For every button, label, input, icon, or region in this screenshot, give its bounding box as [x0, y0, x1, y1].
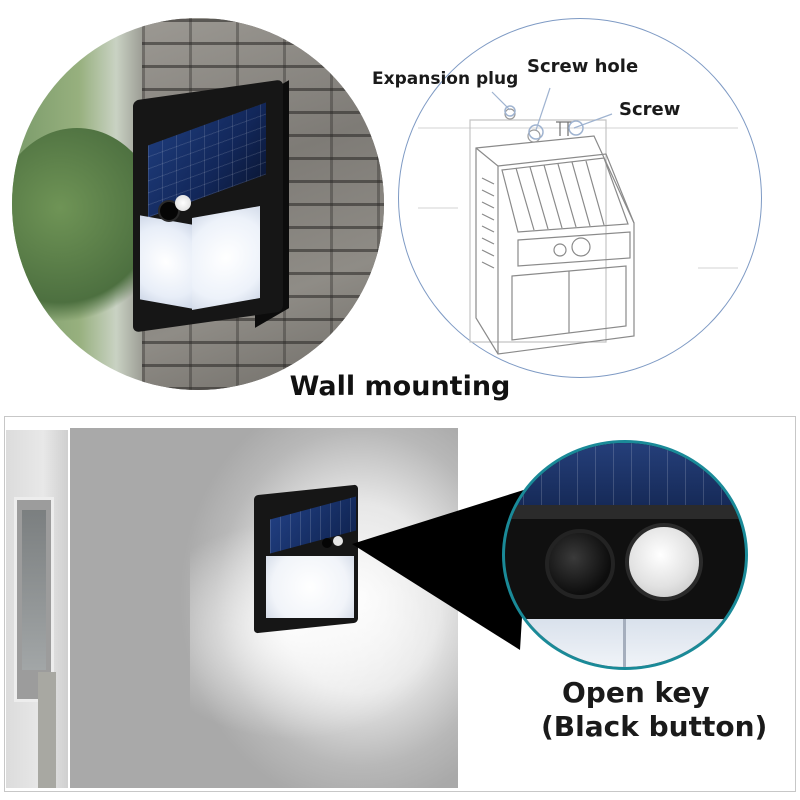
label-expansion-plug: Expansion plug — [372, 69, 519, 89]
screw-leader — [573, 113, 613, 129]
zoom-solar-panel — [505, 443, 745, 505]
led-panel-left — [140, 215, 192, 309]
open-key-button-icon — [545, 529, 615, 599]
wall-mounted-lamp-photo — [12, 18, 384, 390]
power-button-small-icon — [322, 538, 332, 548]
garden-strip — [38, 672, 56, 788]
caption-black-button: (Black button) — [541, 710, 768, 743]
installation-diagram — [398, 18, 762, 378]
zoom-led-divider — [623, 619, 626, 667]
zoom-detail-circle — [502, 440, 748, 670]
led-panel-right — [192, 206, 260, 310]
wall-mounting-title: Wall mounting — [289, 371, 511, 402]
screw-hole-leader — [535, 87, 551, 131]
screw-icon — [568, 120, 584, 136]
pir-sensor-icon — [175, 195, 191, 211]
zoom-frame-band — [505, 505, 745, 519]
label-screw: Screw — [619, 99, 681, 120]
power-button-icon — [158, 200, 180, 222]
window-glass — [22, 510, 46, 670]
pir-sensor-small-icon — [333, 536, 343, 546]
zoom-pir-sensor-icon — [625, 523, 703, 601]
label-screw-hole: Screw hole — [527, 56, 639, 77]
expansion-plug-icon — [504, 105, 516, 117]
caption-open-key: Open key — [562, 676, 710, 709]
screw-hole-icon — [528, 124, 544, 140]
lamp-line-drawing — [418, 87, 738, 355]
led-panel-lit — [266, 556, 354, 618]
